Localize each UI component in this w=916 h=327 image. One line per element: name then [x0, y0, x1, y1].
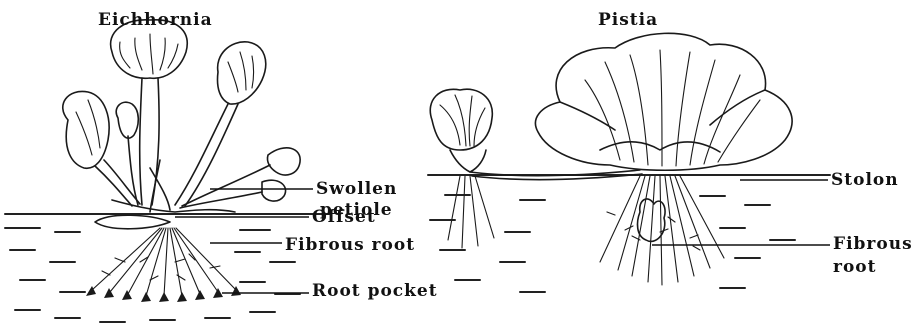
- label-stolon: Stolon: [831, 172, 899, 189]
- eichhornia-offset: [95, 215, 170, 229]
- label-fibrous-root-pistia-line2: root: [833, 259, 877, 276]
- label-fibrous-root-eichhornia: Fibrous root: [285, 237, 415, 254]
- pistia-title: Pistia: [598, 12, 658, 29]
- label-offset: Offset: [312, 209, 376, 226]
- eichhornia-leaves: [63, 20, 300, 212]
- pistia-roots: [448, 176, 724, 285]
- eichhornia-plant: [5, 20, 330, 322]
- pistia-offspring-rosette: [430, 89, 492, 172]
- pistia-plant: [428, 33, 830, 292]
- eichhornia-roots: [86, 228, 241, 302]
- eichhornia-title: Eichhornia: [98, 12, 213, 29]
- label-swollen-petiole-line1: Swollen: [316, 181, 397, 198]
- pistia-main-rosette: [535, 33, 792, 170]
- label-fibrous-root-pistia-line1: Fibrous: [833, 236, 913, 253]
- label-root-pocket: Root pocket: [312, 283, 438, 300]
